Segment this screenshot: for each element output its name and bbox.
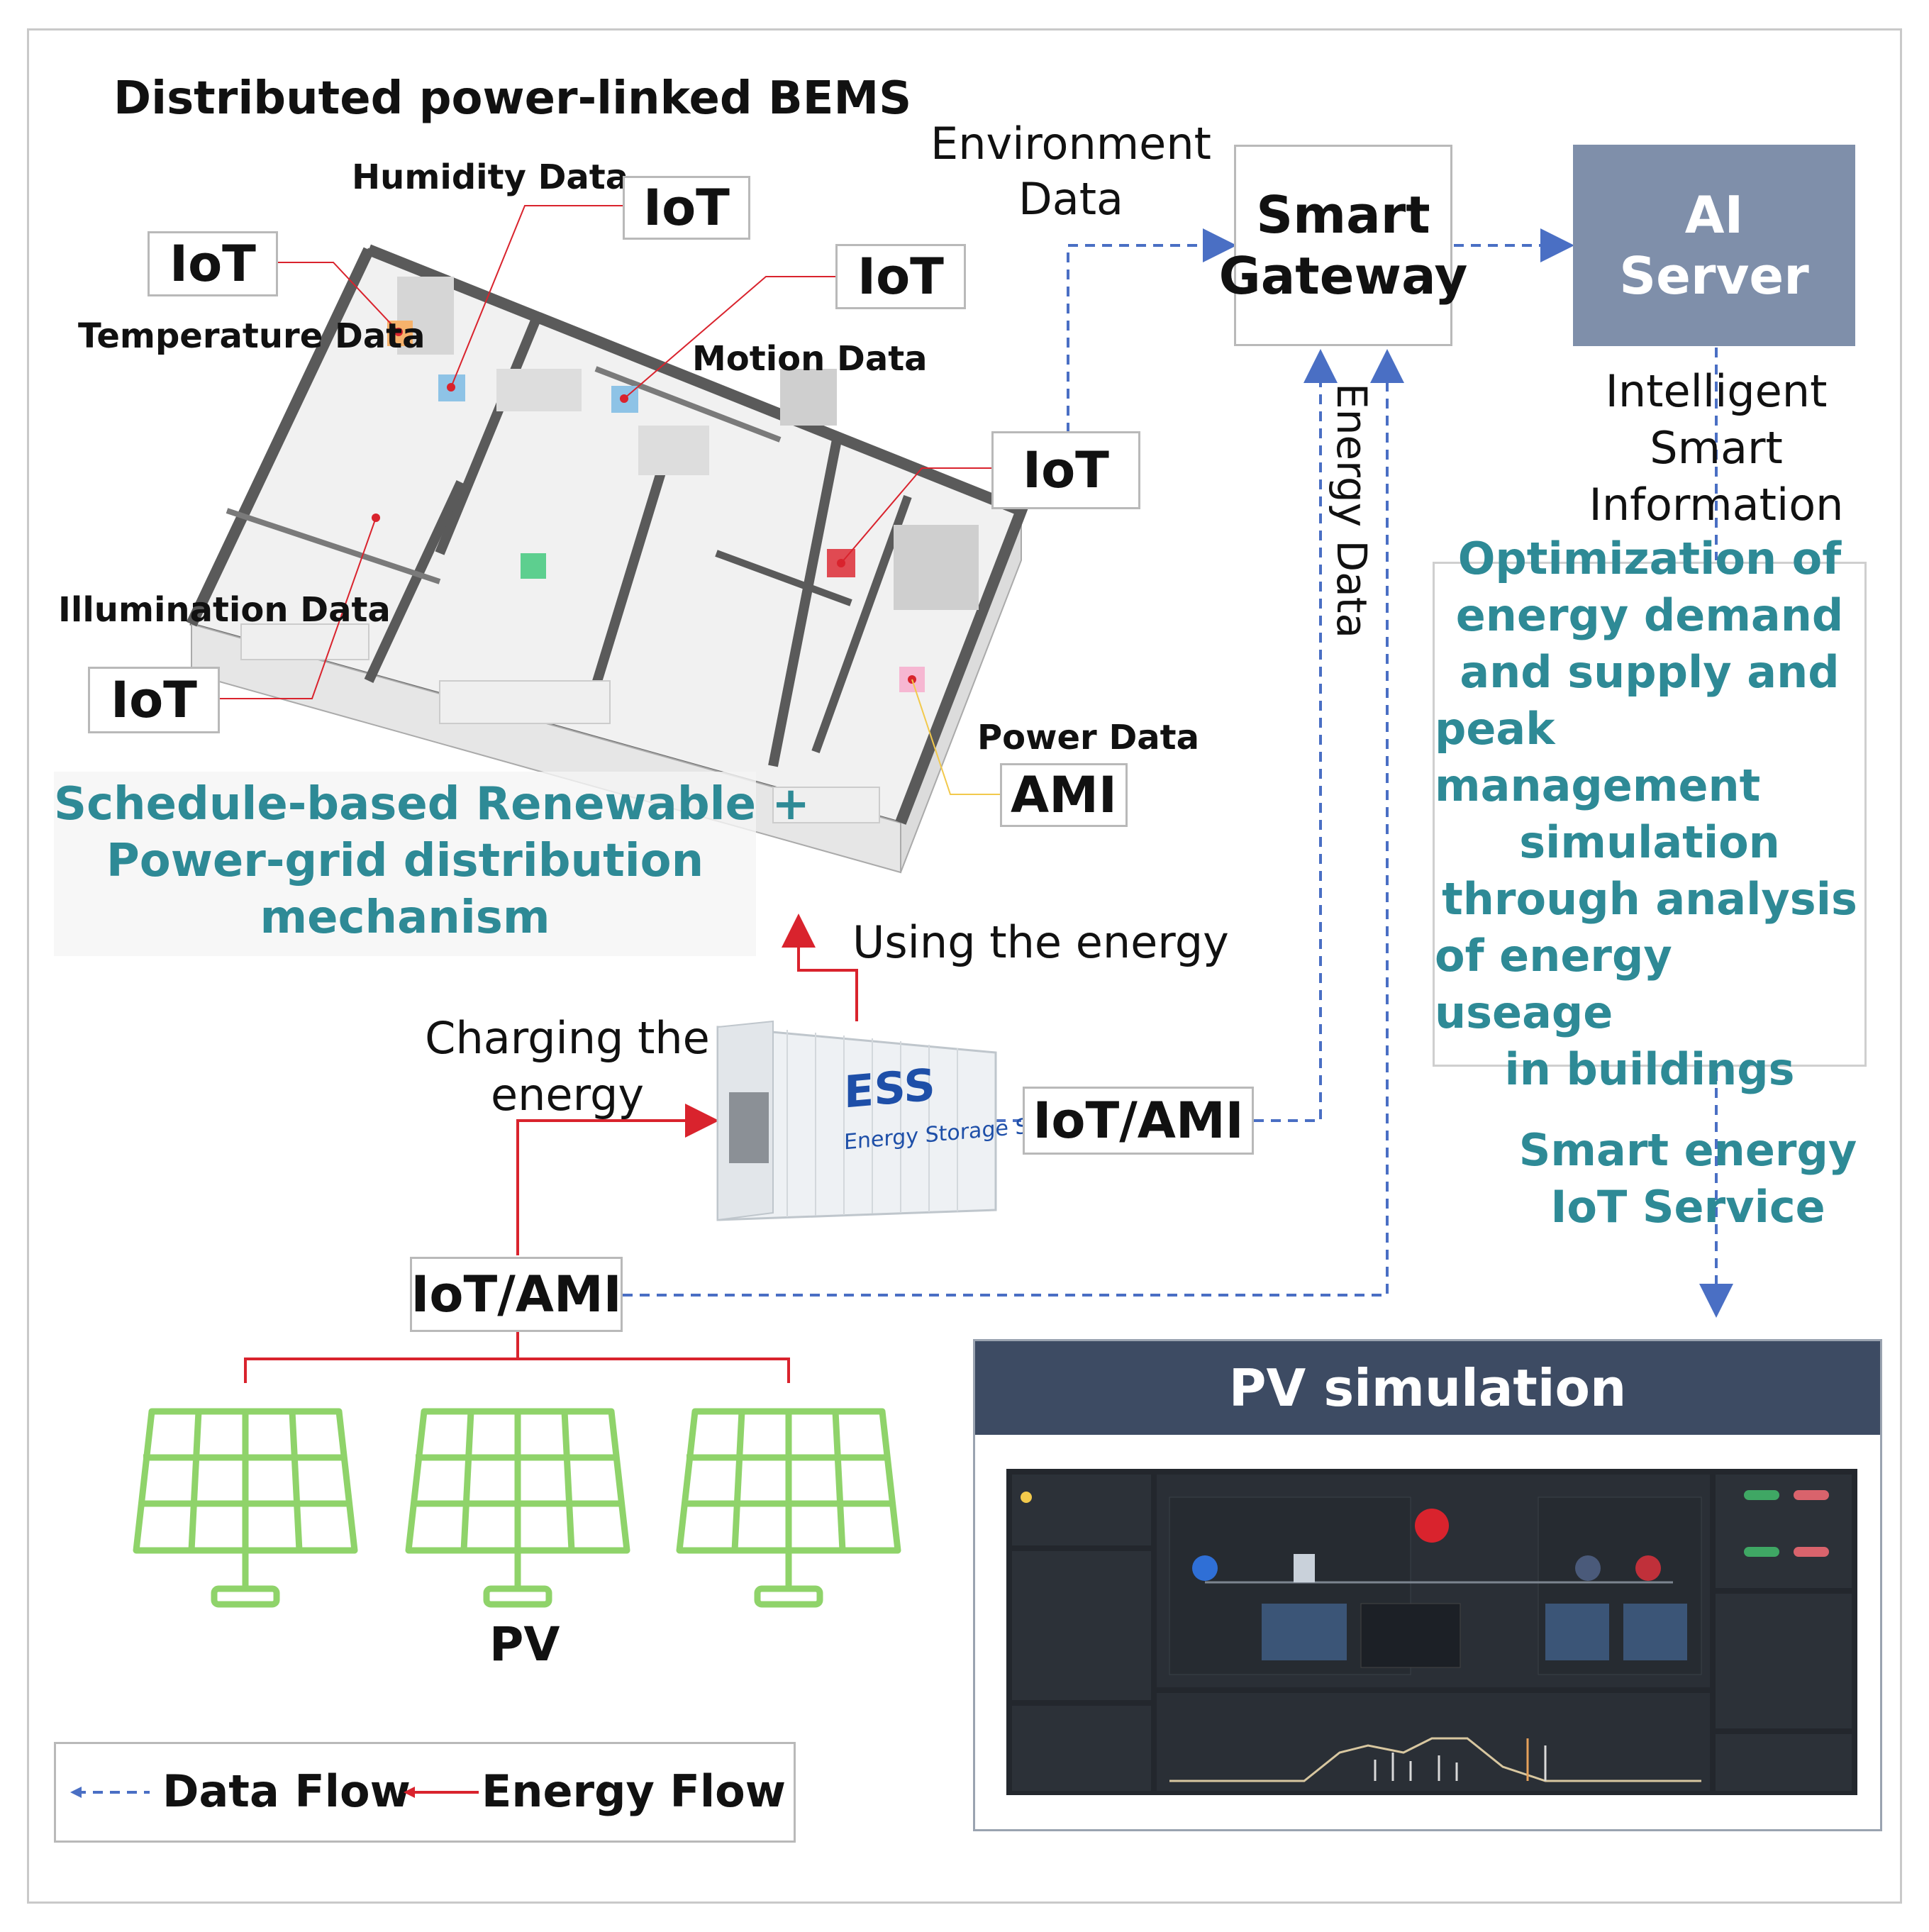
optimization-line-7: of energy useage: [1435, 930, 1672, 1038]
optimization-line-3: and supply and: [1460, 646, 1840, 698]
optimization-line-8: in buildings: [1504, 1043, 1795, 1095]
gateway-line-2: Gateway: [1218, 246, 1468, 306]
iot-ami-pv-box: IoT/AMI: [410, 1257, 623, 1332]
pv-simulation-title: PV simulation: [1228, 1358, 1627, 1418]
legend-box: Data Flow Energy Flow: [54, 1742, 796, 1843]
service-line-1: Smart energy: [1518, 1124, 1857, 1176]
solar-panel-icon-2: [405, 1408, 630, 1608]
using-energy-label: Using the energy: [852, 916, 1229, 968]
charging-line-1: Charging the: [425, 1012, 710, 1064]
pv-dashboard-preview: [1006, 1469, 1857, 1795]
iot-box-temperature: IoT: [148, 231, 278, 296]
environment-line-2: Data: [1018, 173, 1124, 225]
schedule-text: Schedule-based Renewable + Power-grid di…: [54, 776, 810, 946]
iot-box-room: IoT: [991, 431, 1140, 509]
environment-data-label: Environment Data: [922, 116, 1220, 227]
gateway-line-1: Smart: [1256, 185, 1430, 245]
diagram-title: Distributed power-linked BEMS: [113, 72, 912, 125]
ami-box-power: AMI: [1000, 763, 1128, 827]
schedule-line-3: mechanism: [260, 892, 550, 944]
data-flow-legend-icon: [70, 1787, 150, 1798]
energy-flow-legend-icon: [404, 1787, 479, 1798]
charging-line-2: energy: [490, 1069, 645, 1121]
smart-gateway-box: Smart Gateway: [1219, 145, 1467, 346]
pv-simulation-panel: PV simulation: [973, 1339, 1882, 1831]
diagram-frame: [27, 28, 1902, 1904]
optimization-line-1: Optimization of: [1457, 533, 1842, 584]
optimization-line-2: energy demand: [1455, 589, 1844, 641]
pv-label: PV: [489, 1617, 560, 1672]
pv-simulation-header: PV simulation: [975, 1341, 1880, 1435]
iot-box-motion: IoT: [835, 244, 966, 309]
motion-data-label: Motion Data: [692, 339, 928, 379]
energy-data-label: Energy Data: [1328, 383, 1376, 638]
schedule-line-1: Schedule-based Renewable +: [54, 778, 810, 831]
humidity-data-label: Humidity Data: [352, 157, 629, 197]
optimization-box: Optimization of energy demand and supply…: [1433, 533, 1867, 1095]
energy-flow-legend-label: Energy Flow: [482, 1765, 786, 1817]
ai-server-line-2: Server: [1619, 246, 1809, 306]
solar-panel-icon-3: [676, 1408, 901, 1608]
solar-panel-icon-1: [133, 1408, 358, 1608]
service-line-2: IoT Service: [1550, 1181, 1825, 1233]
temperature-data-label: Temperature Data: [78, 316, 426, 356]
intelligent-info-label: Intelligent Smart Information: [1560, 363, 1872, 533]
illumination-data-label: Illumination Data: [58, 590, 391, 630]
environment-line-1: Environment: [930, 118, 1211, 170]
intelligent-line-3: Information: [1589, 479, 1844, 531]
iot-ami-ess-box: IoT/AMI: [1023, 1087, 1254, 1155]
ai-server-box: AI Server: [1573, 145, 1855, 346]
schedule-line-2: Power-grid distribution: [106, 835, 704, 887]
optimization-line-4: peak management: [1435, 703, 1761, 811]
iot-box-illumination: IoT: [88, 667, 220, 733]
smart-energy-service-label: Smart energy IoT Service: [1503, 1122, 1872, 1236]
iot-box-humidity: IoT: [623, 176, 750, 240]
optimization-line-6: through analysis: [1442, 873, 1857, 925]
data-flow-legend-label: Data Flow: [162, 1765, 411, 1817]
intelligent-line-1: Intelligent: [1605, 365, 1828, 417]
optimization-line-5: simulation: [1519, 816, 1780, 868]
power-data-label: Power Data: [977, 718, 1200, 757]
charging-energy-label: Charging the energy: [418, 1010, 716, 1123]
schedule-text-background: [54, 772, 756, 956]
intelligent-line-2: Smart: [1650, 422, 1783, 474]
ai-server-line-1: AI: [1684, 185, 1744, 245]
